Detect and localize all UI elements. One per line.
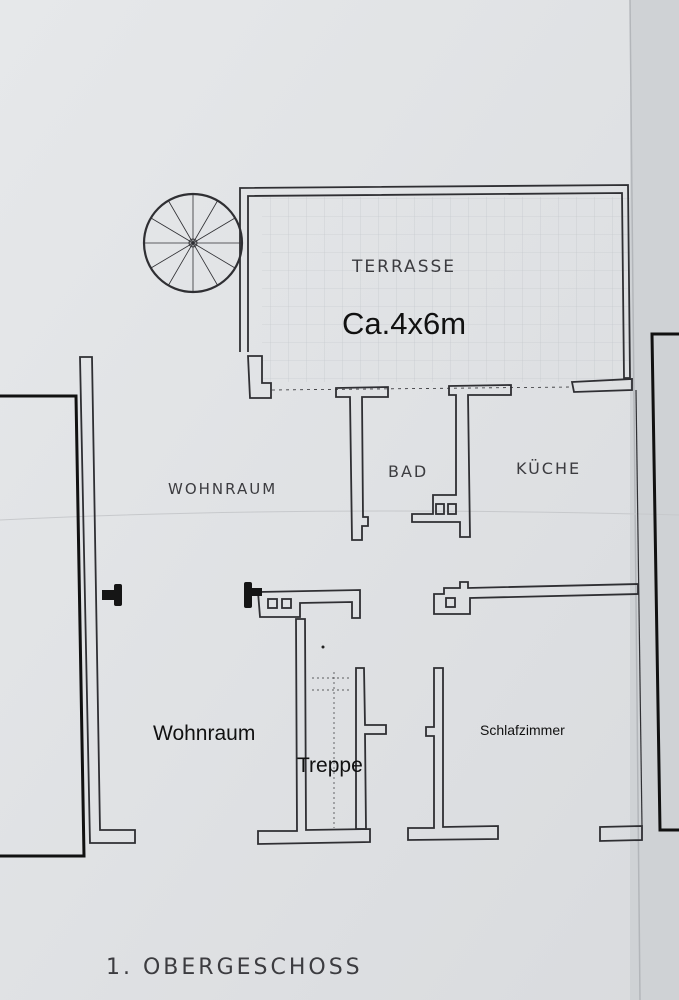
right-neighbour — [650, 332, 679, 832]
label-living-lower: Wohnraum — [153, 722, 255, 745]
neighbour-outlines — [0, 332, 679, 858]
kitchen-top-wall — [570, 378, 633, 393]
label-bath: BAD — [388, 462, 428, 481]
terrace-edge — [271, 386, 573, 391]
floor-title: 1. OBERGESCHOSS — [106, 955, 363, 980]
terrace-wall — [239, 184, 631, 379]
corridor-right-wall — [433, 581, 639, 615]
bedroom-bottom-wall — [599, 825, 643, 842]
spiral-staircase — [142, 192, 244, 294]
stair-left-wall — [257, 618, 371, 845]
terrace-pier — [247, 355, 272, 399]
heater-marks — [102, 582, 262, 608]
right-exterior-wall — [635, 389, 643, 827]
label-living-upper: WOHNRAUM — [168, 480, 277, 498]
bath-left-wall — [335, 386, 389, 541]
bedroom-left-wall — [407, 667, 499, 841]
ink-dot — [321, 645, 325, 649]
left-neighbour — [0, 394, 86, 858]
label-terrace-size: Ca.4x6m — [342, 306, 466, 341]
label-stairs: Treppe — [297, 754, 363, 777]
label-kitchen: KÜCHE — [516, 459, 581, 478]
label-terrace: TERRASSE — [351, 257, 456, 277]
stair-right-wall — [355, 667, 387, 830]
walls — [79, 184, 643, 845]
bath-right-wall — [411, 384, 512, 538]
terrace-tiles — [262, 197, 630, 382]
paper-crease — [0, 510, 679, 521]
corridor-left-wall — [257, 589, 361, 619]
paper-fold-line — [629, 0, 641, 1000]
label-bedroom: Schlafzimmer — [480, 722, 565, 738]
left-exterior-wall — [79, 356, 136, 844]
